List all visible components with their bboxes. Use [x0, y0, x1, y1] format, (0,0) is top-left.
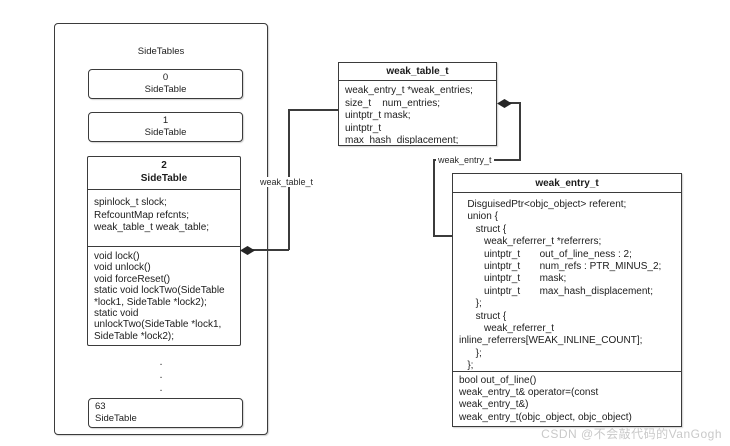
sidetable-item-63-index: 63	[95, 401, 106, 412]
sidetable-expanded-label: SideTable	[140, 173, 188, 184]
aggregation-diamond-icon	[497, 99, 512, 108]
sidetable-item-0: 0 SideTable	[88, 69, 243, 99]
sidetables-box: SideTables 0 SideTable 1 SideTable 2 Sid…	[54, 23, 268, 435]
sidetable-item-63: 63 SideTable	[88, 398, 243, 428]
sidetable-item-63-label: SideTable	[95, 413, 137, 424]
ellipsis-dots: . . .	[159, 356, 163, 394]
connector-weak-table-hline-bottom	[252, 249, 289, 251]
watermark: CSDN @不会敲代码的VanGogh	[541, 427, 722, 441]
weak-entry-title: weak_entry_t	[453, 174, 681, 193]
connector-weak-entry-hline-top	[508, 102, 521, 104]
sidetable-item-1-index: 1	[162, 115, 169, 126]
weak-table-box: weak_table_t weak_entry_t *weak_entries;…	[338, 62, 497, 146]
sidetable-expanded-index: 2	[161, 160, 167, 171]
sidetable-fields: spinlock_t slock; RefcountMap refcnts; w…	[88, 190, 240, 247]
sidetable-item-1-label: SideTable	[144, 127, 187, 138]
connector-weak-table-hline-top	[288, 109, 338, 111]
connector-weak-entry-hline-bottom	[433, 235, 452, 237]
weak-entry-box: weak_entry_t DisguisedPtr<objc_object> r…	[452, 173, 682, 427]
weak-table-title: weak_table_t	[339, 63, 496, 81]
weak-entry-fields: DisguisedPtr<objc_object> referent; unio…	[453, 193, 681, 372]
connector-label-weak-table: weak_table_t	[258, 177, 316, 187]
sidetable-expanded-header: 2 SideTable	[88, 157, 240, 190]
sidetable-item-1: 1 SideTable	[88, 112, 243, 142]
weak-table-fields: weak_entry_t *weak_entries; size_t num_e…	[345, 85, 473, 144]
sidetable-item-0-index: 0	[162, 72, 169, 83]
aggregation-diamond-icon	[240, 246, 255, 255]
connector-weak-entry-vline-left	[433, 159, 435, 236]
sidetable-item-0-label: SideTable	[144, 84, 187, 95]
connector-weak-entry-vline-right	[519, 102, 521, 160]
sidetables-title: SideTables	[137, 46, 185, 57]
connector-label-weak-entry: weak_entry_t	[436, 155, 494, 165]
weak-entry-methods: bool out_of_line() weak_entry_t& operato…	[459, 375, 632, 423]
sidetable-methods: void lock() void unlock() void forceRese…	[94, 251, 225, 342]
sidetable-expanded-box: 2 SideTable spinlock_t slock; RefcountMa…	[87, 156, 241, 346]
